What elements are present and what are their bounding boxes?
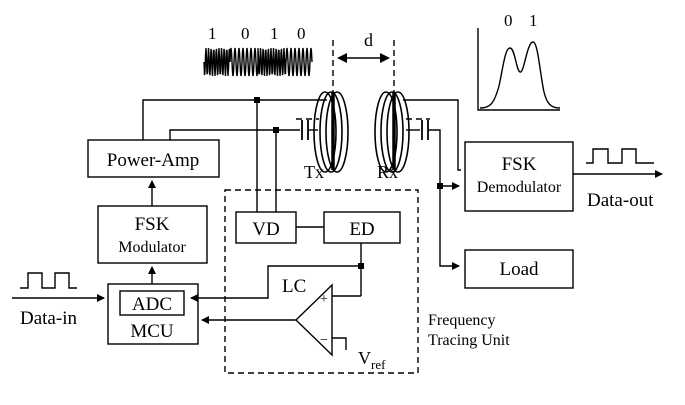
fsk-modulator-label-2: Modulator (118, 239, 186, 256)
comparator-minus: − (320, 333, 328, 348)
fsk-waveform (203, 47, 313, 77)
load-label: Load (499, 259, 539, 280)
vref-label: Vref (358, 348, 386, 372)
comparator-plus: + (320, 292, 328, 307)
rx-label: Rx (377, 162, 398, 182)
bit-label-3: 1 (270, 24, 279, 43)
power-amp-block (87, 139, 220, 178)
data-in-label: Data-in (20, 308, 77, 329)
bit-label-2: 0 (241, 24, 250, 43)
fsk-modulator-block (97, 205, 208, 264)
distance-label: d (364, 30, 373, 50)
load-block (464, 249, 574, 289)
vd-label: VD (252, 219, 279, 240)
ftu-label-2: Tracing Unit (428, 332, 510, 349)
wire-rx-top (403, 99, 461, 171)
data-in-pulse (20, 272, 77, 289)
resonance-peaks-inset (477, 28, 561, 111)
tx-label: Tx (304, 162, 324, 182)
rx-coil (374, 91, 410, 173)
data-out-pulse (586, 148, 654, 164)
power-amp-label: Power-Amp (107, 150, 200, 171)
comparator (294, 283, 333, 357)
data-out-label: Data-out (587, 190, 654, 211)
rx-capacitor (421, 120, 429, 140)
bit-label-1: 1 (208, 24, 217, 43)
wire-pa-to-tx-top (142, 99, 327, 140)
junction-dot (437, 183, 443, 189)
adc-label: ADC (132, 294, 172, 315)
ed-block (323, 211, 401, 244)
adc-block (119, 290, 185, 316)
mcu-label: MCU (130, 321, 174, 342)
tx-capacitor (301, 120, 309, 140)
peak-label-1: 1 (529, 11, 538, 30)
fsk-demodulator-label-1: FSK (502, 154, 537, 175)
vd-block (235, 211, 297, 244)
tx-coil (313, 91, 349, 173)
fsk-modulator-label-1: FSK (135, 214, 170, 235)
ed-label: ED (349, 219, 374, 240)
lc-label: LC (282, 276, 306, 297)
ftu-label-1: Frequency (428, 312, 496, 329)
frequency-tracing-unit-boundary (224, 189, 419, 374)
bit-label-4: 0 (297, 24, 306, 43)
wire-pa-to-tx-bottom (169, 129, 300, 140)
peak-label-0: 0 (504, 11, 513, 30)
fsk-demodulator-block (464, 141, 574, 212)
fsk-demodulator-label-2: Demodulator (477, 179, 562, 196)
